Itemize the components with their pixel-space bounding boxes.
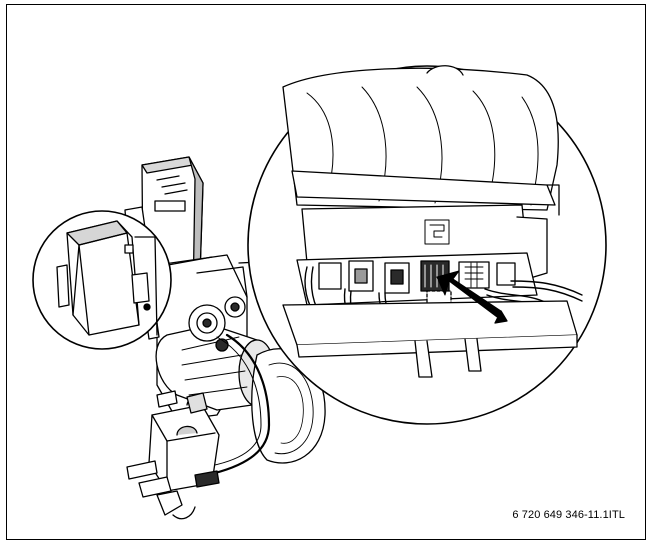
- figure-code-label: 6 720 649 346-11.1ITL: [512, 509, 625, 521]
- insertion-arrow: [436, 270, 502, 318]
- detail-callout-left: [32, 210, 213, 350]
- burner-assembly: [124, 156, 326, 520]
- technical-illustration: [32, 65, 607, 520]
- wiring-symbol-label: [424, 219, 450, 245]
- figure-frame: 6 720 649 346-11.1ITL: [6, 4, 646, 540]
- terminal-sockets: [318, 260, 516, 294]
- detail-callout-right: [238, 65, 607, 425]
